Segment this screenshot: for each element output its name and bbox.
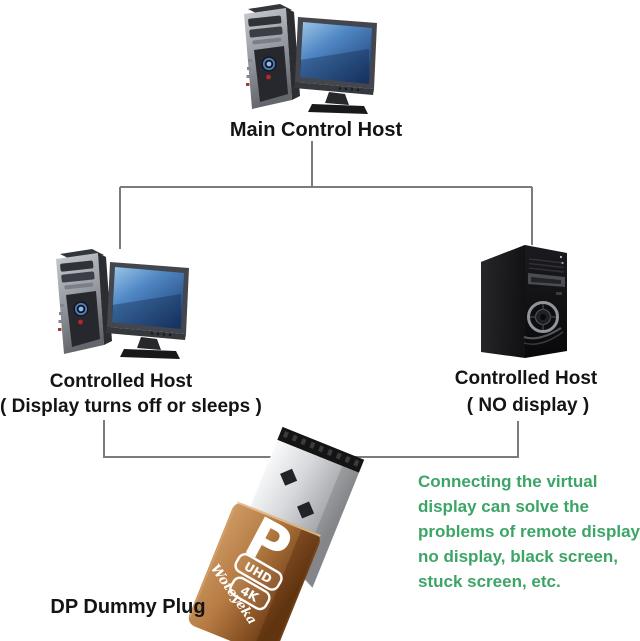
note-line: display can solve the: [418, 497, 590, 516]
note-line: problems of remote display,: [418, 522, 640, 541]
dp-dummy-plug-image: P UHD 4K Woteyeka: [188, 426, 365, 641]
monitor: [106, 262, 189, 359]
dp-dummy-plug-label: DP Dummy Plug: [50, 596, 206, 618]
controlled-host-computer-icon: [56, 249, 189, 359]
note-line: stuck screen, etc.: [418, 572, 561, 591]
controlled-host-left-sublabel: ( Display turns off or sleeps ): [0, 396, 262, 417]
4k-badge: 4K: [229, 576, 271, 611]
main-host-computer-icon: [244, 4, 377, 114]
note-line: no display, black screen,: [418, 547, 618, 566]
main-host-label: Main Control Host: [229, 119, 403, 141]
controlled-host-tower-icon: [481, 245, 567, 358]
controlled-host-right-label: Controlled Host: [454, 368, 598, 389]
front-fan: [527, 301, 559, 333]
note-line: Connecting the virtual: [418, 472, 598, 491]
tower-unit: [244, 4, 300, 109]
controlled-host-left-label: Controlled Host: [49, 371, 193, 392]
plug-body: P UHD 4K Woteyeka: [188, 501, 321, 641]
tower-unit: [56, 249, 112, 354]
plug-connector: [245, 426, 365, 588]
controlled-host-right-sublabel: ( NO display ): [466, 395, 590, 416]
monitor: [294, 17, 377, 114]
note-text: Connecting the virtual display can solve…: [418, 469, 640, 594]
tree-connector-line: [119, 141, 533, 249]
